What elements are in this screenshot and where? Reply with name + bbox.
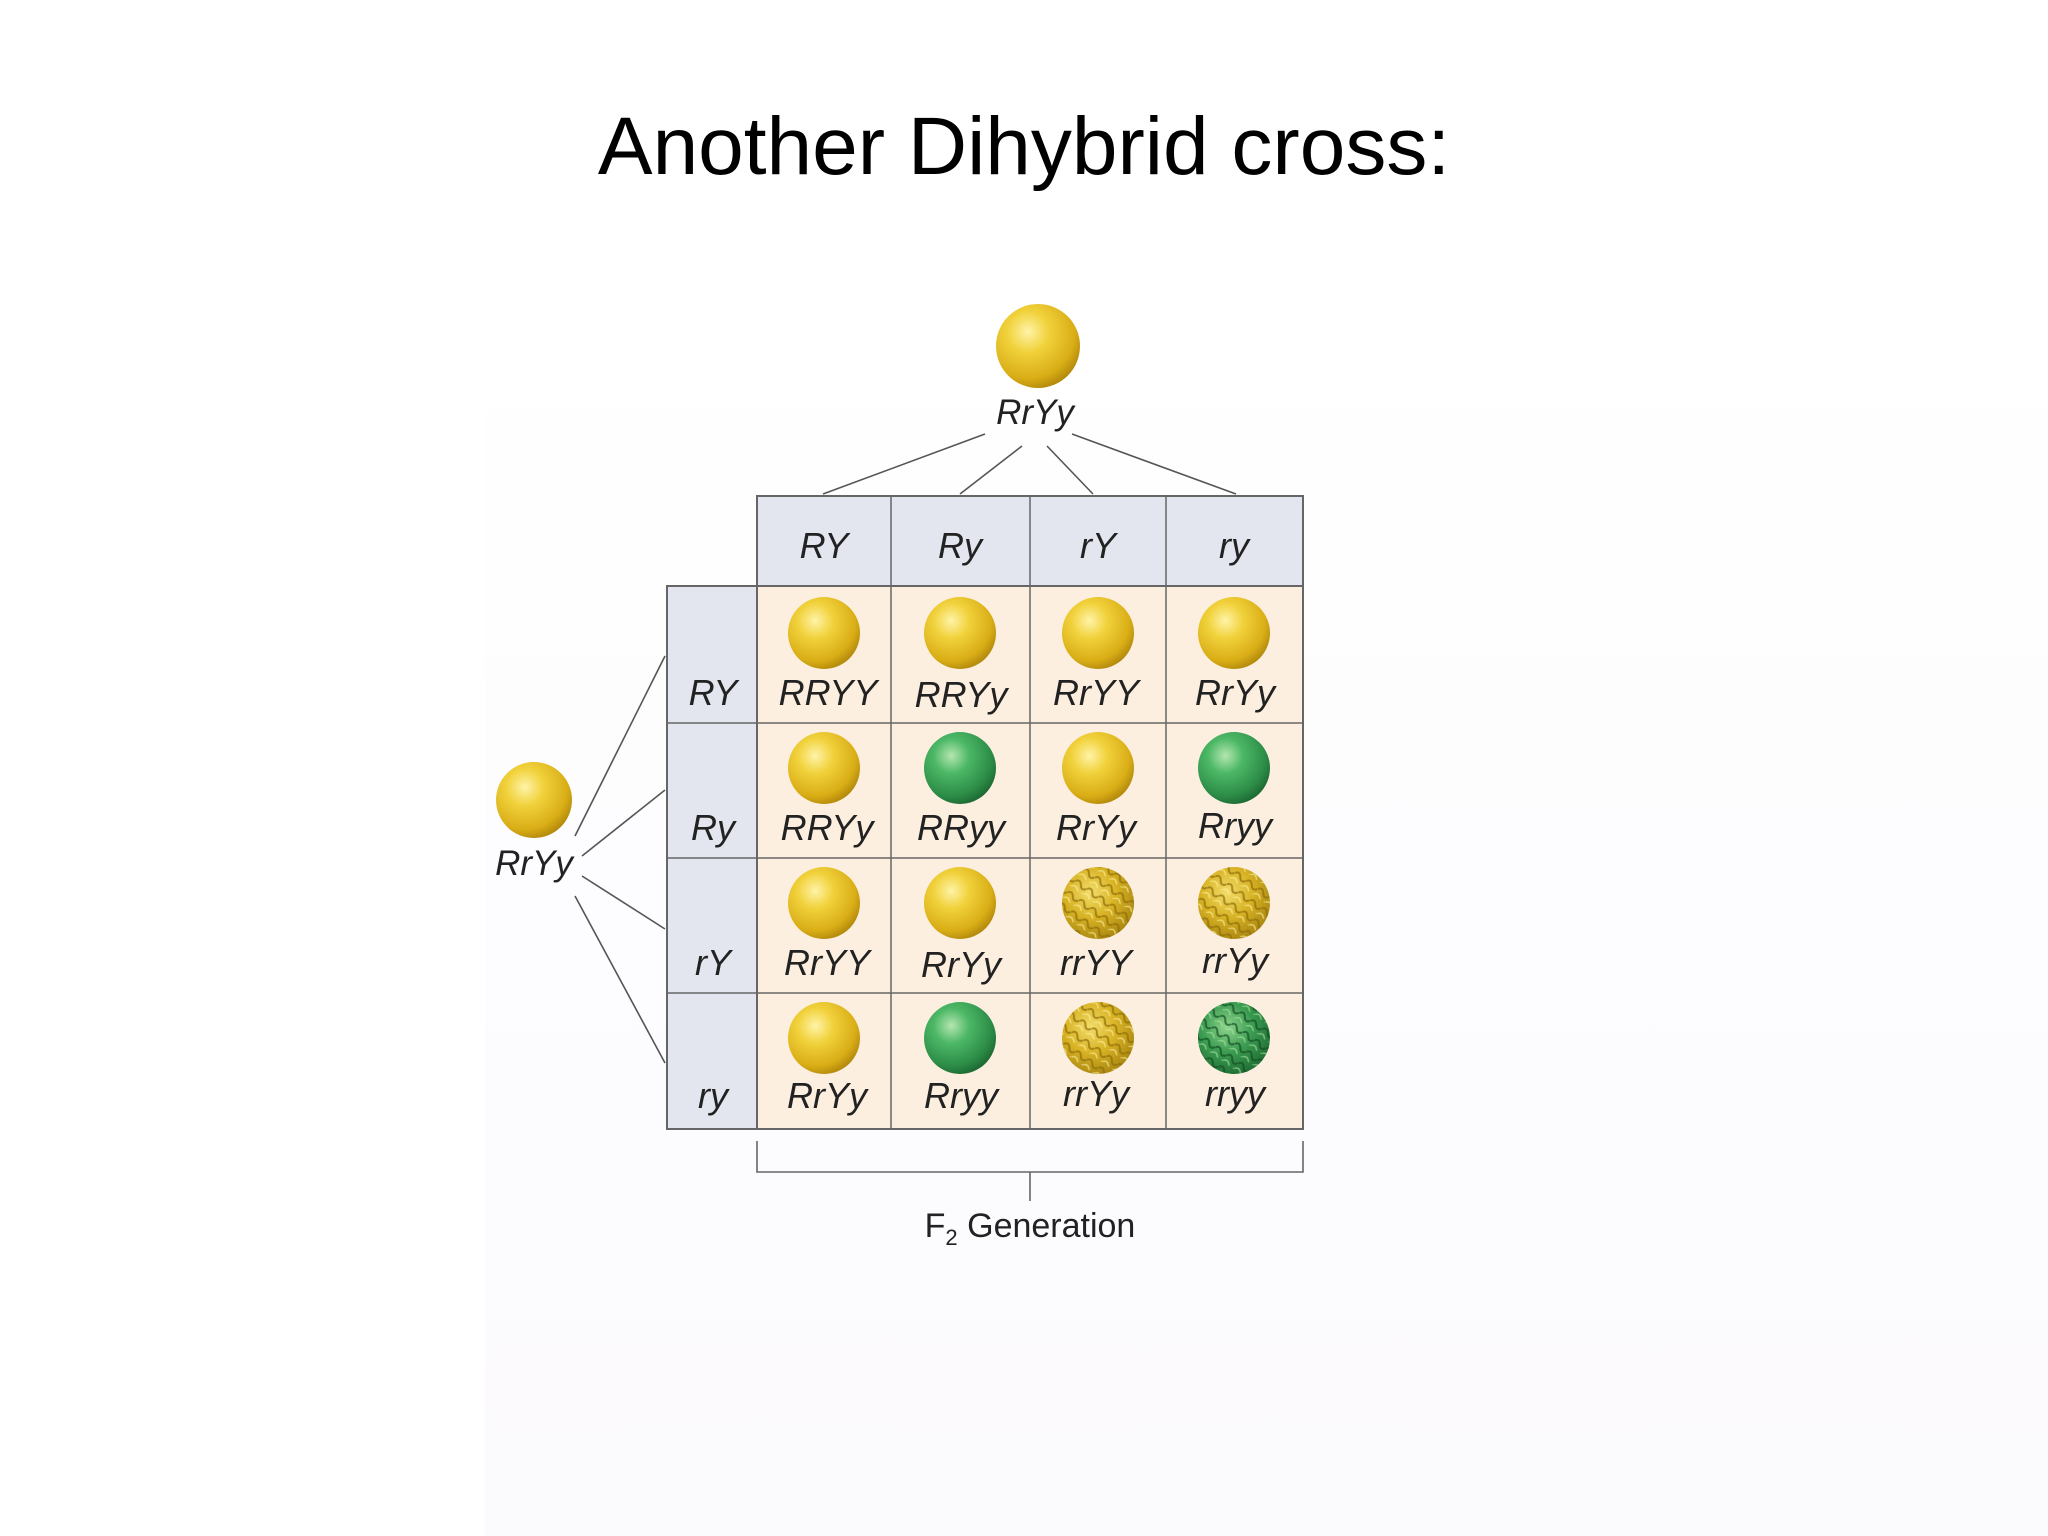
generation-label-main: F [925,1207,946,1245]
offspring-genotype: rrYY [1060,942,1135,983]
offspring-seed-green-round [924,732,996,804]
offspring-seed-yellow-round [788,597,860,669]
offspring-seeds [788,597,1270,1074]
offspring-seed-yellow-round [788,732,860,804]
generation-label-subscript: 2 [945,1225,957,1250]
column-gamete-label: Ry [938,525,984,566]
offspring-genotype: rrYy [1202,940,1270,981]
offspring-genotype: Rryy [924,1075,1000,1116]
row-gamete-label: RY [689,672,741,713]
generation-label: F2 Generation [925,1207,1136,1250]
top-parent-connectors [822,433,1237,495]
left-parent-connectors [574,655,666,1064]
offspring-seed-yellow-round [788,867,860,939]
offspring-seed-yellow-round [788,1002,860,1074]
top-parent-genotype: RrYy [996,393,1076,432]
offspring-genotype: rrYy [1063,1073,1131,1114]
offspring-seed-yellow-round [1198,597,1270,669]
wrinkle-texture [1062,1002,1134,1074]
generation-label-suffix: Generation [958,1207,1136,1245]
f2-bracket [756,1141,1304,1201]
offspring-seed-yellow-round [1062,732,1134,804]
wrinkle-texture [1062,867,1134,939]
offspring-genotype: RrYY [784,942,873,983]
offspring-genotype: RrYy [787,1075,869,1116]
row-gamete-label: Ry [691,807,737,848]
offspring-seed-yellow-round [924,597,996,669]
offspring-seed-green-round [1198,732,1270,804]
column-gamete-label: rY [1080,525,1119,566]
parent-seed-yellow-round [496,762,572,838]
slide-title: Another Dihybrid cross: [597,101,1451,192]
row-gamete-label: ry [698,1075,730,1116]
offspring-genotype: Rryy [1198,805,1274,846]
offspring-genotype: RRYy [915,674,1010,715]
parent-seed-yellow-round [996,304,1080,388]
wrinkle-texture [1198,1002,1270,1074]
offspring-seed-yellow-round [1062,597,1134,669]
offspring-genotype: RrYy [1056,807,1138,848]
wrinkle-texture [1198,867,1270,939]
left-parent-genotype: RrYy [495,844,575,883]
offspring-genotype: RrYy [921,944,1003,985]
column-gamete-label: ry [1219,525,1251,566]
offspring-genotype: RrYy [1195,672,1277,713]
offspring-seed-yellow-round [924,867,996,939]
column-gamete-label: RY [800,525,852,566]
offspring-genotype: RrYY [1053,672,1142,713]
offspring-genotype: RRYY [779,672,881,713]
offspring-genotype: rryy [1205,1073,1267,1114]
row-gamete-label: rY [695,942,734,983]
offspring-seed-green-round [924,1002,996,1074]
offspring-genotype: RRYy [781,807,876,848]
offspring-genotype: RRyy [917,807,1007,848]
